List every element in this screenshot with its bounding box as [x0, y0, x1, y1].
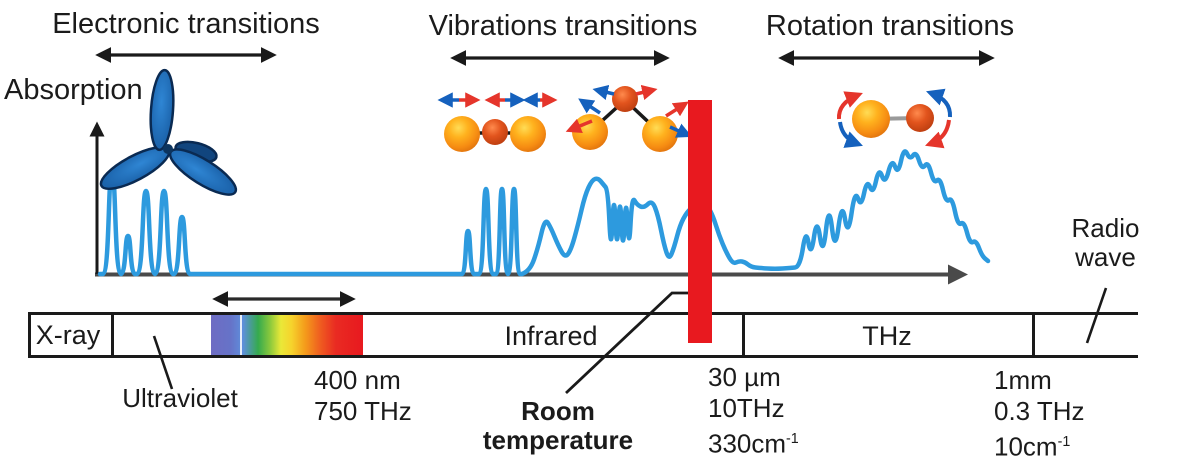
- vibrations-transitions-label: Vibrations transitions: [428, 10, 698, 42]
- room-temperature-line1: Room: [521, 396, 595, 426]
- electronic-transitions-label: Electronic transitions: [52, 8, 320, 40]
- band-thz-label: THz: [862, 321, 912, 351]
- visible-edge-wavelength: 400 nm: [314, 365, 401, 395]
- linear-molecule-icon: [437, 92, 558, 152]
- room-temperature-label: Room temperature: [460, 397, 656, 455]
- rotating-molecule-icon: [836, 88, 953, 149]
- absorption-axis-label: Absorption: [4, 74, 143, 106]
- band-xray-label: X-ray: [35, 320, 101, 350]
- band-infrared-label: Infrared: [504, 321, 598, 351]
- radio-wave-label: Radio wave: [1048, 214, 1163, 272]
- absorption-spectrum-curve: [97, 149, 991, 277]
- ultraviolet-label: Ultraviolet: [122, 383, 238, 413]
- thz-radio-edge-values: 1mm 0.3 THz 10cm-1: [994, 365, 1085, 463]
- visible-edge-frequency: 750 THz: [314, 396, 412, 426]
- thz-radio-edge-wavelength: 1mm: [994, 365, 1052, 395]
- rotation-transitions-label: Rotation transitions: [765, 10, 1015, 42]
- xray-uv-divider: [111, 315, 114, 355]
- room-temperature-bar: [688, 100, 712, 343]
- thz-radio-edge-wavenumber: 10cm-1: [994, 431, 1071, 462]
- infrared-thz-divider: [742, 315, 745, 355]
- radio-wave-line1: Radio: [1071, 213, 1140, 243]
- thz-radio-edge-frequency: 0.3 THz: [994, 396, 1085, 426]
- bend-vibration-arrows: [565, 84, 693, 138]
- bent-molecule-icon: [565, 84, 693, 152]
- ir-thz-edge-wavelength: 30 µm: [708, 362, 781, 392]
- visible-light-band: [211, 315, 363, 355]
- visible-band-white-line: [240, 315, 242, 355]
- visible-edge-values: 400 nm 750 THz: [314, 365, 412, 427]
- ir-thz-edge-wavenumber: 330cm-1: [708, 428, 799, 459]
- room-temperature-line2: temperature: [482, 425, 634, 455]
- thz-radio-divider: [1032, 315, 1035, 355]
- ir-thz-edge-values: 30 µm 10THz 330cm-1: [708, 362, 799, 460]
- ir-thz-edge-frequency: 10THz: [708, 393, 785, 423]
- radio-wave-line2: wave: [1075, 242, 1136, 272]
- rotation-arrows: [836, 88, 953, 149]
